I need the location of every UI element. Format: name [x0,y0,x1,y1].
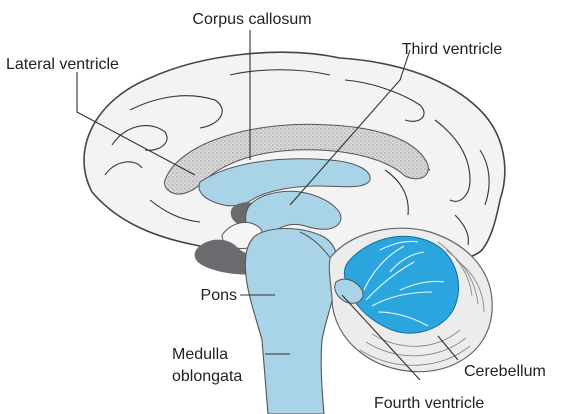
label-third-ventricle: Third ventricle [402,41,503,58]
label-fourth-ventricle: Fourth ventricle [374,395,484,412]
label-medulla-line1: Medulla [172,346,228,363]
label-lateral-ventricle: Lateral ventricle [6,56,119,73]
brainstem-shape [245,229,337,414]
label-corpus-callosum: Corpus callosum [192,11,311,28]
label-pons: Pons [201,287,237,304]
label-cerebellum: Cerebellum [464,363,546,380]
label-medulla-line2: oblongata [172,368,242,385]
